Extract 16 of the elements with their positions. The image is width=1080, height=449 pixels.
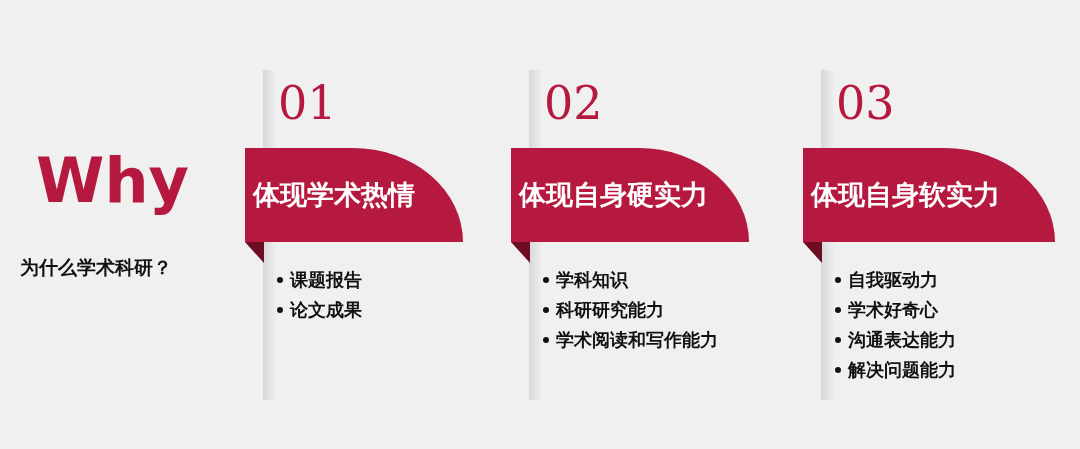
bullet-item: 学术好奇心 xyxy=(848,298,938,322)
bullet-item: 解决问题能力 xyxy=(848,358,956,382)
bullet-item: 论文成果 xyxy=(290,298,362,322)
bullet-item: 自我驱动力 xyxy=(848,268,938,292)
bullet-item: 学术阅读和写作能力 xyxy=(556,328,718,352)
bullet-item: 沟通表达能力 xyxy=(848,328,956,352)
subtitle: 为什么学术科研？ xyxy=(20,255,172,280)
ribbon-banner: 体现学术热情 xyxy=(245,148,463,242)
step-number: 02 xyxy=(544,80,603,126)
ribbon-banner: 体现自身硬实力 xyxy=(511,148,749,242)
step-number: 01 xyxy=(278,80,337,126)
bullet-item: 学科知识 xyxy=(556,268,628,292)
ribbon-banner: 体现自身软实力 xyxy=(803,148,1055,242)
bullet-item: 科研研究能力 xyxy=(556,298,664,322)
step-number: 03 xyxy=(836,80,895,126)
bullet-item: 课题报告 xyxy=(290,268,362,292)
